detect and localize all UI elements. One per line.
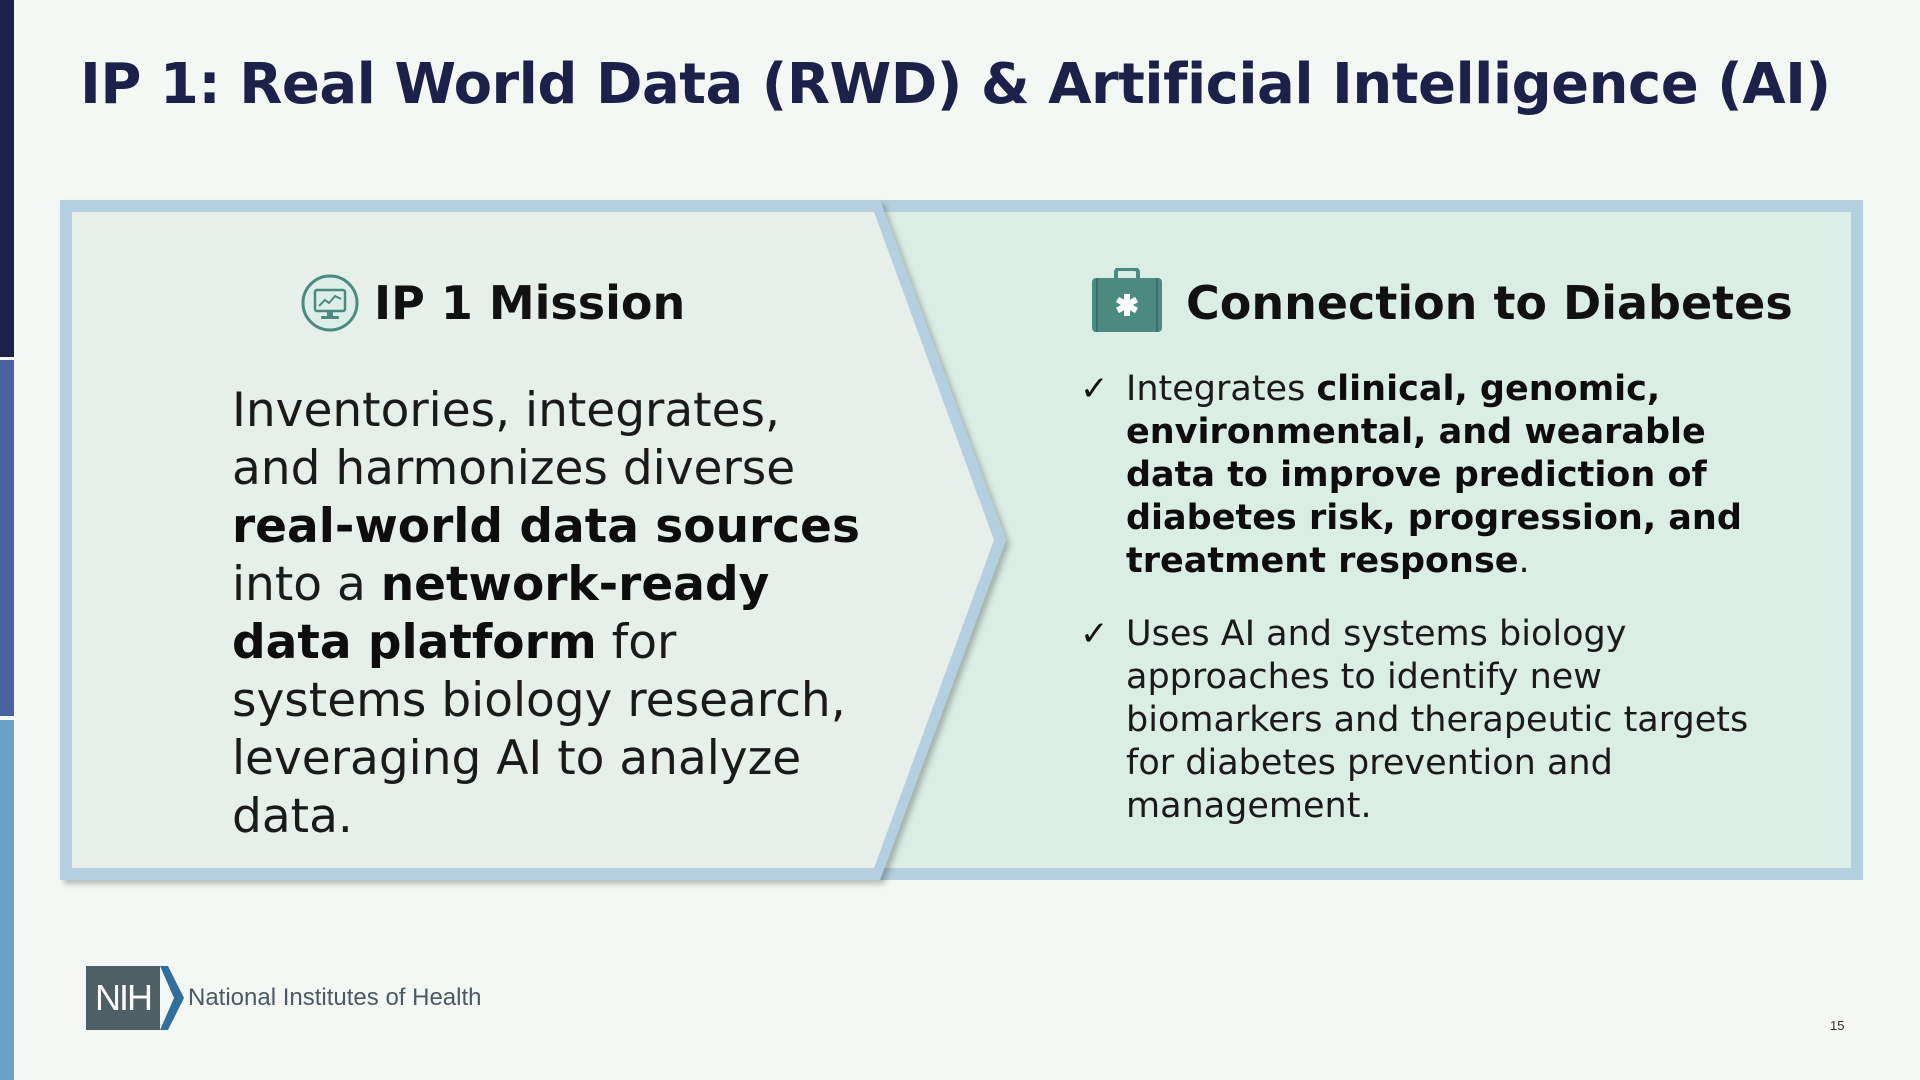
bullet-text-bold: clinical, genomic, environmental, and we… bbox=[1126, 369, 1742, 581]
mission-description: Inventories, integrates, and harmonizes … bbox=[232, 382, 872, 846]
nih-logo: NIH National Institutes of Health bbox=[86, 966, 482, 1030]
mission-text-bold: real-world data sources bbox=[232, 499, 860, 554]
mission-header: IP 1 Mission bbox=[300, 272, 685, 334]
accent-stripe-middle bbox=[0, 360, 14, 716]
bullet-text-segment: Integrates bbox=[1126, 369, 1317, 409]
page-number: 15 bbox=[1830, 1018, 1845, 1033]
diabetes-bullet-list: ✓ Integrates clinical, genomic, environme… bbox=[1080, 368, 1780, 828]
medical-kit-icon bbox=[1090, 267, 1164, 338]
diabetes-header: Connection to Diabetes bbox=[1090, 267, 1793, 338]
diabetes-bullet-item: ✓ Uses AI and systems biology approaches … bbox=[1080, 613, 1780, 828]
nih-org-name: National Institutes of Health bbox=[188, 984, 482, 1011]
accent-stripe-top bbox=[0, 0, 14, 357]
checkmark-icon: ✓ bbox=[1080, 369, 1109, 409]
mission-text-segment: into a bbox=[232, 557, 381, 612]
chevron-right-icon bbox=[160, 966, 184, 1030]
diabetes-bullet-item: ✓ Integrates clinical, genomic, environme… bbox=[1080, 368, 1780, 583]
mission-text-segment: Inventories, integrates, and harmonizes … bbox=[232, 383, 796, 496]
slide-title: IP 1: Real World Data (RWD) & Artificial… bbox=[80, 52, 1831, 117]
monitor-chart-icon bbox=[300, 273, 360, 333]
diabetes-title: Connection to Diabetes bbox=[1186, 276, 1793, 330]
bullet-text-segment: Uses AI and systems biology approaches t… bbox=[1126, 614, 1749, 826]
mission-text-segment: for systems biology research, leveraging… bbox=[232, 615, 846, 844]
nih-logo-mark: NIH bbox=[86, 966, 160, 1030]
mission-text-bold: network-ready data platform bbox=[232, 557, 770, 670]
checkmark-icon: ✓ bbox=[1080, 614, 1109, 654]
accent-stripe-bottom bbox=[0, 720, 14, 1080]
mission-title: IP 1 Mission bbox=[374, 276, 686, 330]
bullet-text-segment: . bbox=[1518, 541, 1530, 581]
